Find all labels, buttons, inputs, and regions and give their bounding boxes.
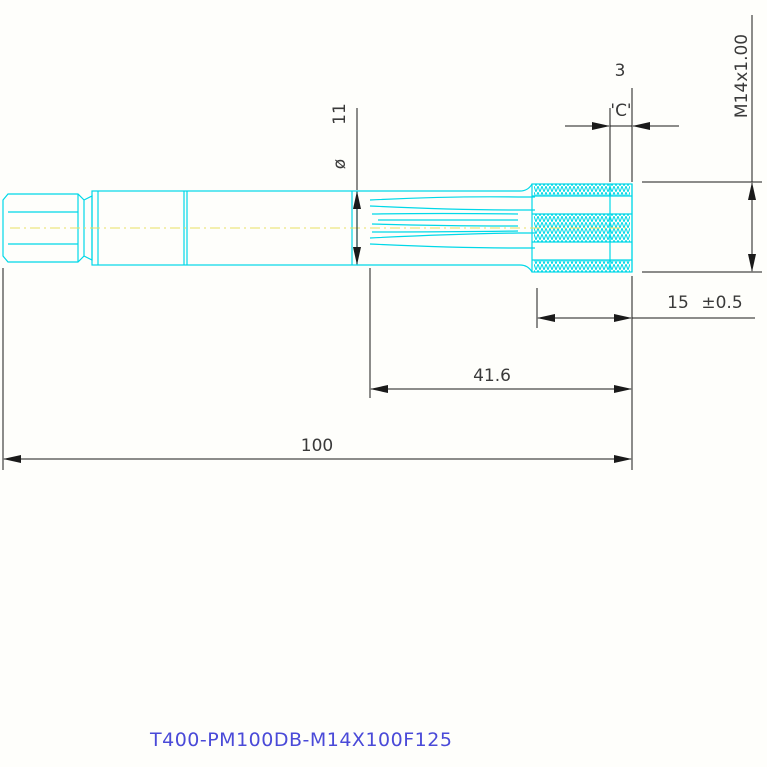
- dim-chamfer-text: 3: [615, 61, 626, 81]
- dim-thread-tolerance-text: ±0.5: [701, 293, 742, 313]
- dim-chamfer-type-text: 'C': [610, 101, 631, 121]
- flutes: [357, 183, 535, 273]
- dim-shank-diameter-text: 11: [330, 103, 350, 125]
- dim-thread-spec-text: M14x1.00: [732, 34, 752, 118]
- dim-thread-to-neck-text: 41.6: [473, 366, 511, 386]
- dim-overall-length-text: 100: [301, 436, 333, 456]
- part-number-label: T400-PM100DB-M14X100F125: [149, 729, 452, 751]
- thread-section: [531, 183, 633, 273]
- dimension-lines: [2, 15, 762, 470]
- dim-thread-length-text: 15: [667, 293, 689, 313]
- dim-diameter-symbol: ø: [330, 159, 350, 169]
